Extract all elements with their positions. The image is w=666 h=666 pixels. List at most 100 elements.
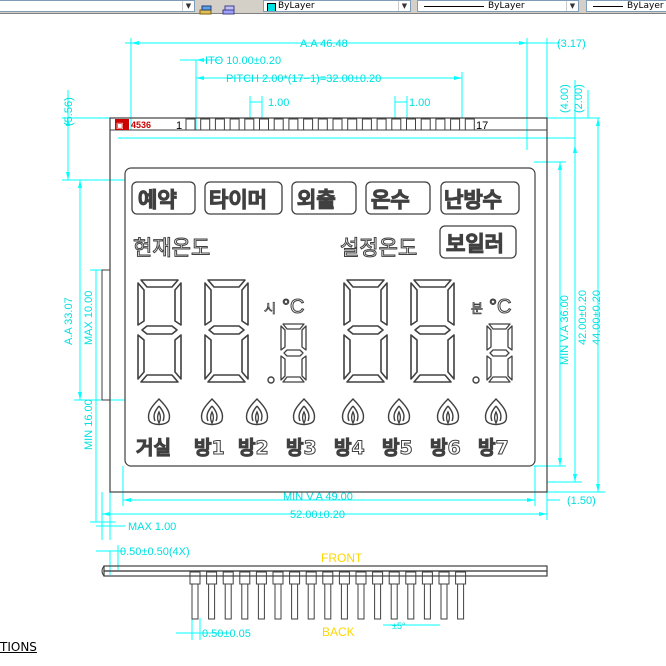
layer-states-icon[interactable] [199, 1, 213, 15]
decimal-point-right [472, 376, 480, 384]
linetype-select[interactable]: ByLayer ▼ [417, 0, 579, 12]
pin-leg [407, 583, 415, 620]
contact-pad [288, 118, 299, 131]
dimension-labels: A.A 46.48 ITO 10.00±0.20 PITCH 2.00*(17−… [63, 38, 603, 640]
pin-head [355, 571, 367, 585]
chevron-down-icon[interactable]: ▼ [566, 1, 578, 11]
chevron-down-icon[interactable]: ▼ [398, 1, 410, 11]
lineweight-select[interactable]: ByLayer [586, 0, 666, 12]
boiler-label: 보일러 [446, 232, 504, 256]
height-42-label: 42.00±0.20 [577, 290, 589, 345]
room-label-7: 방7 [478, 437, 509, 459]
lcd-drawing: A.A 46.48 ITO 10.00±0.20 PITCH 2.00*(17−… [62, 38, 605, 640]
min-va-height-label: MIN V.A 36.00 [559, 295, 571, 365]
flame-icon [245, 398, 269, 426]
pin-leg [274, 583, 282, 620]
top-offset-b-label: (2.00) [573, 84, 585, 113]
layer-select[interactable]: ▼ [0, 0, 195, 12]
glass-front-layer [103, 565, 548, 572]
room-label-2: 방2 [238, 437, 269, 459]
pin-leg [191, 583, 199, 620]
linetype-sample [424, 6, 484, 7]
room-label-1: 방1 [194, 437, 225, 459]
pin-leg [224, 583, 232, 620]
unit-left-prefix: 시 [264, 301, 276, 316]
set-temp-label: 설정온도 [340, 236, 417, 260]
viewing-area [124, 167, 536, 467]
pin-leg [241, 583, 249, 620]
pin-leg [357, 583, 365, 620]
contact-pad [200, 118, 211, 131]
contact-pad [450, 118, 461, 131]
linetype-select-value: ByLayer [488, 1, 525, 11]
celsius-right: °C [489, 296, 511, 318]
pin-last-label: 17 [476, 120, 488, 132]
layer-previous-icon[interactable] [222, 1, 236, 15]
side-view: FRONT BACK [101, 551, 548, 639]
pin-leg [291, 583, 299, 620]
pin-leg [208, 583, 216, 620]
pin-head [189, 571, 201, 585]
digit-4 [343, 279, 388, 383]
flame-icon [387, 398, 411, 426]
heating-water-label: 난방수 [444, 188, 502, 212]
contact-pad [229, 118, 240, 131]
dimension-lines [62, 38, 605, 640]
contact-pad [420, 118, 431, 131]
right-bottom-label: (1.50) [567, 495, 596, 507]
pin-leg [257, 583, 265, 620]
color-swatch [267, 3, 276, 11]
flame-row [147, 398, 508, 426]
contact-pad [303, 118, 314, 131]
contact-pad [435, 118, 446, 131]
contact-pad [273, 118, 284, 131]
pin-head [322, 571, 334, 585]
logo-text: 4536 [131, 120, 151, 130]
seal-notch [101, 269, 111, 401]
svg-text:▣: ▣ [116, 121, 124, 130]
color-select-value: ByLayer [278, 1, 315, 11]
max-1-label: MAX 1.00 [128, 521, 176, 533]
color-select[interactable]: ByLayer ▼ [263, 0, 411, 12]
pin-head [206, 571, 218, 585]
width-52-label: 52.00±0.20 [290, 509, 345, 521]
pin-head [255, 571, 267, 585]
min-va-width-label: MIN V.A 49.00 [283, 491, 353, 503]
logo-icon [115, 119, 129, 130]
height-44-label: 44.00±0.20 [591, 290, 603, 345]
contact-pad [244, 118, 255, 131]
lcd-segments: 예약 타이머 외출 온수 난방수 보일러 현재온도 설정온도 시 °C 분 °C [131, 181, 520, 460]
flame-icon [484, 398, 508, 426]
contact-pad [185, 118, 196, 131]
pin-leg [457, 583, 465, 620]
section-label: TIONS [0, 640, 37, 654]
pin-leg [390, 583, 398, 620]
digit-6-small [486, 323, 513, 383]
pin-leg [307, 583, 315, 620]
celsius-left: °C [282, 296, 304, 318]
pin-head [305, 571, 317, 585]
contact-pad [391, 118, 402, 131]
unit-right-prefix: 분 [471, 301, 483, 316]
pin-leg [324, 583, 332, 620]
pin-head [438, 571, 450, 585]
timer-label: 타이머 [209, 188, 267, 212]
dimension-arrows [66, 41, 600, 516]
min-16-label: MIN 16.00 [83, 399, 95, 450]
lineweight-sample [593, 6, 623, 7]
flame-icon [200, 398, 224, 426]
pin-head [372, 571, 384, 585]
front-label: FRONT [321, 551, 363, 565]
room-label-3: 방3 [286, 437, 317, 459]
contact-pad [259, 118, 269, 131]
pin-first-label: 1 [176, 120, 182, 132]
room-label-6: 방6 [430, 437, 461, 459]
digit-3-small [280, 323, 307, 383]
pin-head [222, 571, 234, 585]
pin-head [388, 571, 400, 585]
max-10-label: MAX 10.00 [83, 291, 95, 345]
chevron-down-icon[interactable]: ▼ [182, 1, 194, 11]
digit-1 [137, 279, 182, 383]
contact-pad [214, 118, 225, 131]
digit-2 [204, 279, 249, 383]
